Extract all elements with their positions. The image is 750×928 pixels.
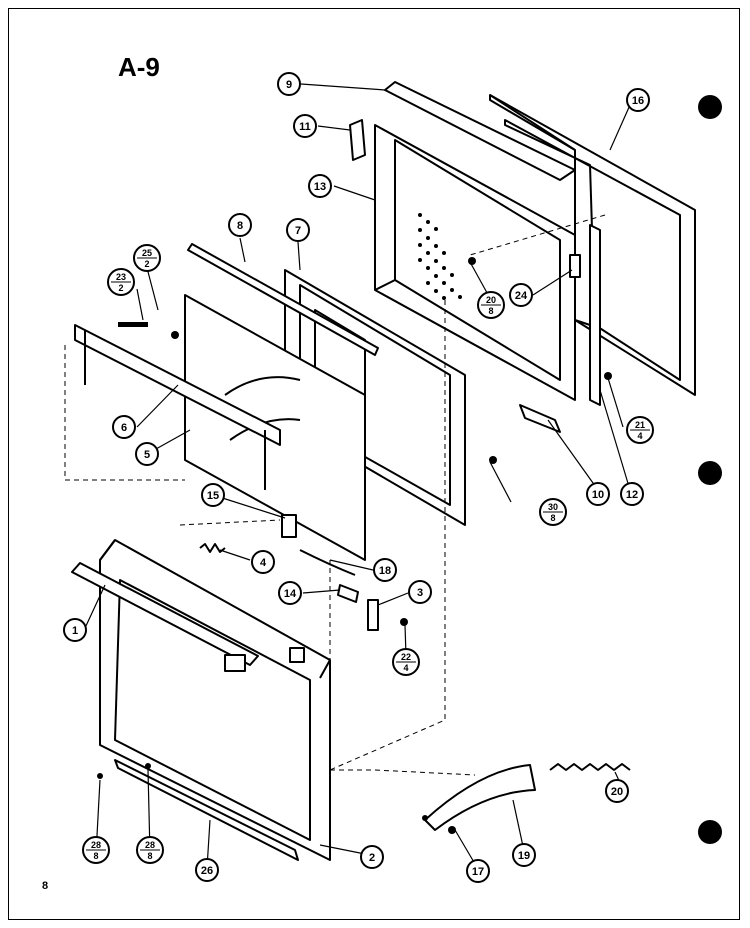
callout-label: 19 (518, 850, 530, 862)
callout-label: 14 (284, 588, 297, 600)
callout-4: 4 (251, 550, 275, 574)
page-border (8, 8, 740, 920)
callout-12: 12 (620, 482, 644, 506)
fraction-numerator: 25 (142, 248, 152, 258)
callout-label: 26 (201, 865, 213, 877)
callout-label: 10 (592, 489, 604, 501)
callout-label: 13 (314, 181, 326, 193)
callout-14: 14 (278, 581, 302, 605)
part-14-bracket (337, 584, 359, 603)
callout-17: 17 (466, 859, 490, 883)
callout-label: 6 (121, 422, 127, 434)
callout-label: 12 (626, 489, 638, 501)
binder-hole-middle (698, 461, 722, 485)
callout-label: 1 (72, 625, 78, 637)
fraction-callout-22-4: 224 (392, 648, 420, 676)
fraction-denominator: 4 (637, 431, 642, 441)
callout-20: 20 (605, 779, 629, 803)
callout-label: 11 (299, 121, 311, 133)
fraction-callout-30-8: 308 (539, 498, 567, 526)
callout-16: 16 (626, 88, 650, 112)
callout-5: 5 (135, 442, 159, 466)
fraction-numerator: 28 (91, 840, 101, 850)
part-3-bracket (367, 599, 379, 631)
part-10-bracket (519, 404, 561, 433)
fraction-numerator: 20 (486, 295, 496, 305)
callout-label: 16 (632, 95, 644, 107)
callout-7: 7 (286, 218, 310, 242)
callout-19: 19 (512, 843, 536, 867)
callout-11: 11 (293, 114, 317, 138)
part-26-bottom-strip (114, 759, 299, 861)
part-11-bracket (349, 119, 366, 161)
callout-label: 18 (379, 565, 391, 577)
fraction-callout-25-2: 252 (133, 244, 161, 272)
callout-label: 3 (417, 587, 423, 599)
callout-label: 15 (207, 490, 219, 502)
callout-24: 24 (509, 283, 533, 307)
callout-8: 8 (228, 213, 252, 237)
part-2-outer-door (99, 539, 331, 861)
fraction-denominator: 8 (550, 513, 555, 523)
callout-label: 2 (369, 852, 375, 864)
callout-3: 3 (408, 580, 432, 604)
fraction-numerator: 21 (635, 420, 645, 430)
fraction-denominator: 2 (118, 283, 123, 293)
figure-title: A-9 (118, 52, 160, 82)
fraction-numerator: 23 (116, 272, 126, 282)
callout-label: 4 (260, 557, 267, 569)
fraction-denominator: 4 (403, 663, 408, 673)
fasteners (97, 257, 612, 834)
part-4-spring (199, 543, 226, 553)
callout-label: 5 (144, 449, 150, 461)
callout-2: 2 (360, 845, 384, 869)
fraction-numerator: 28 (145, 840, 155, 850)
fraction-callout-20-8: 208 (477, 291, 505, 319)
part-9-top-strip (384, 81, 576, 181)
callout-label: 17 (472, 866, 484, 878)
callout-26: 26 (195, 858, 219, 882)
binder-hole-top (698, 95, 722, 119)
part-15-clip (281, 514, 297, 538)
fraction-callout-28-8: 288 (82, 836, 110, 864)
fraction-callout-28-8: 288 (136, 836, 164, 864)
fraction-callout-21-4: 214 (626, 416, 654, 444)
part-24-hinge (569, 254, 581, 278)
callout-label: 7 (295, 225, 301, 237)
part-18-latch (299, 549, 356, 576)
callout-13: 13 (308, 174, 332, 198)
fraction-numerator: 30 (548, 502, 558, 512)
fraction-denominator: 2 (144, 259, 149, 269)
callout-label: 24 (515, 290, 528, 302)
fraction-denominator: 8 (93, 851, 98, 861)
part-19-hinge-arm (424, 764, 536, 831)
callout-label: 9 (286, 79, 292, 91)
page-number: 8 (42, 880, 49, 892)
perforation-pattern (418, 213, 462, 300)
callout-15: 15 (201, 483, 225, 507)
callout-label: 20 (611, 786, 623, 798)
fraction-denominator: 8 (488, 306, 493, 316)
callout-1: 1 (63, 618, 87, 642)
callout-9: 9 (277, 72, 301, 96)
part-1-handle (71, 562, 305, 672)
part-8-top-rod (187, 243, 379, 356)
binder-hole-bottom (698, 820, 722, 844)
part-12-side-strip (589, 224, 601, 406)
callout-18: 18 (373, 558, 397, 582)
fraction-callout-23-2: 232 (107, 268, 135, 296)
callout-label: 8 (237, 220, 243, 232)
part-20-spring (549, 763, 631, 771)
fraction-denominator: 8 (147, 851, 152, 861)
callout-6: 6 (112, 415, 136, 439)
callout-10: 10 (586, 482, 610, 506)
fraction-numerator: 22 (401, 652, 411, 662)
